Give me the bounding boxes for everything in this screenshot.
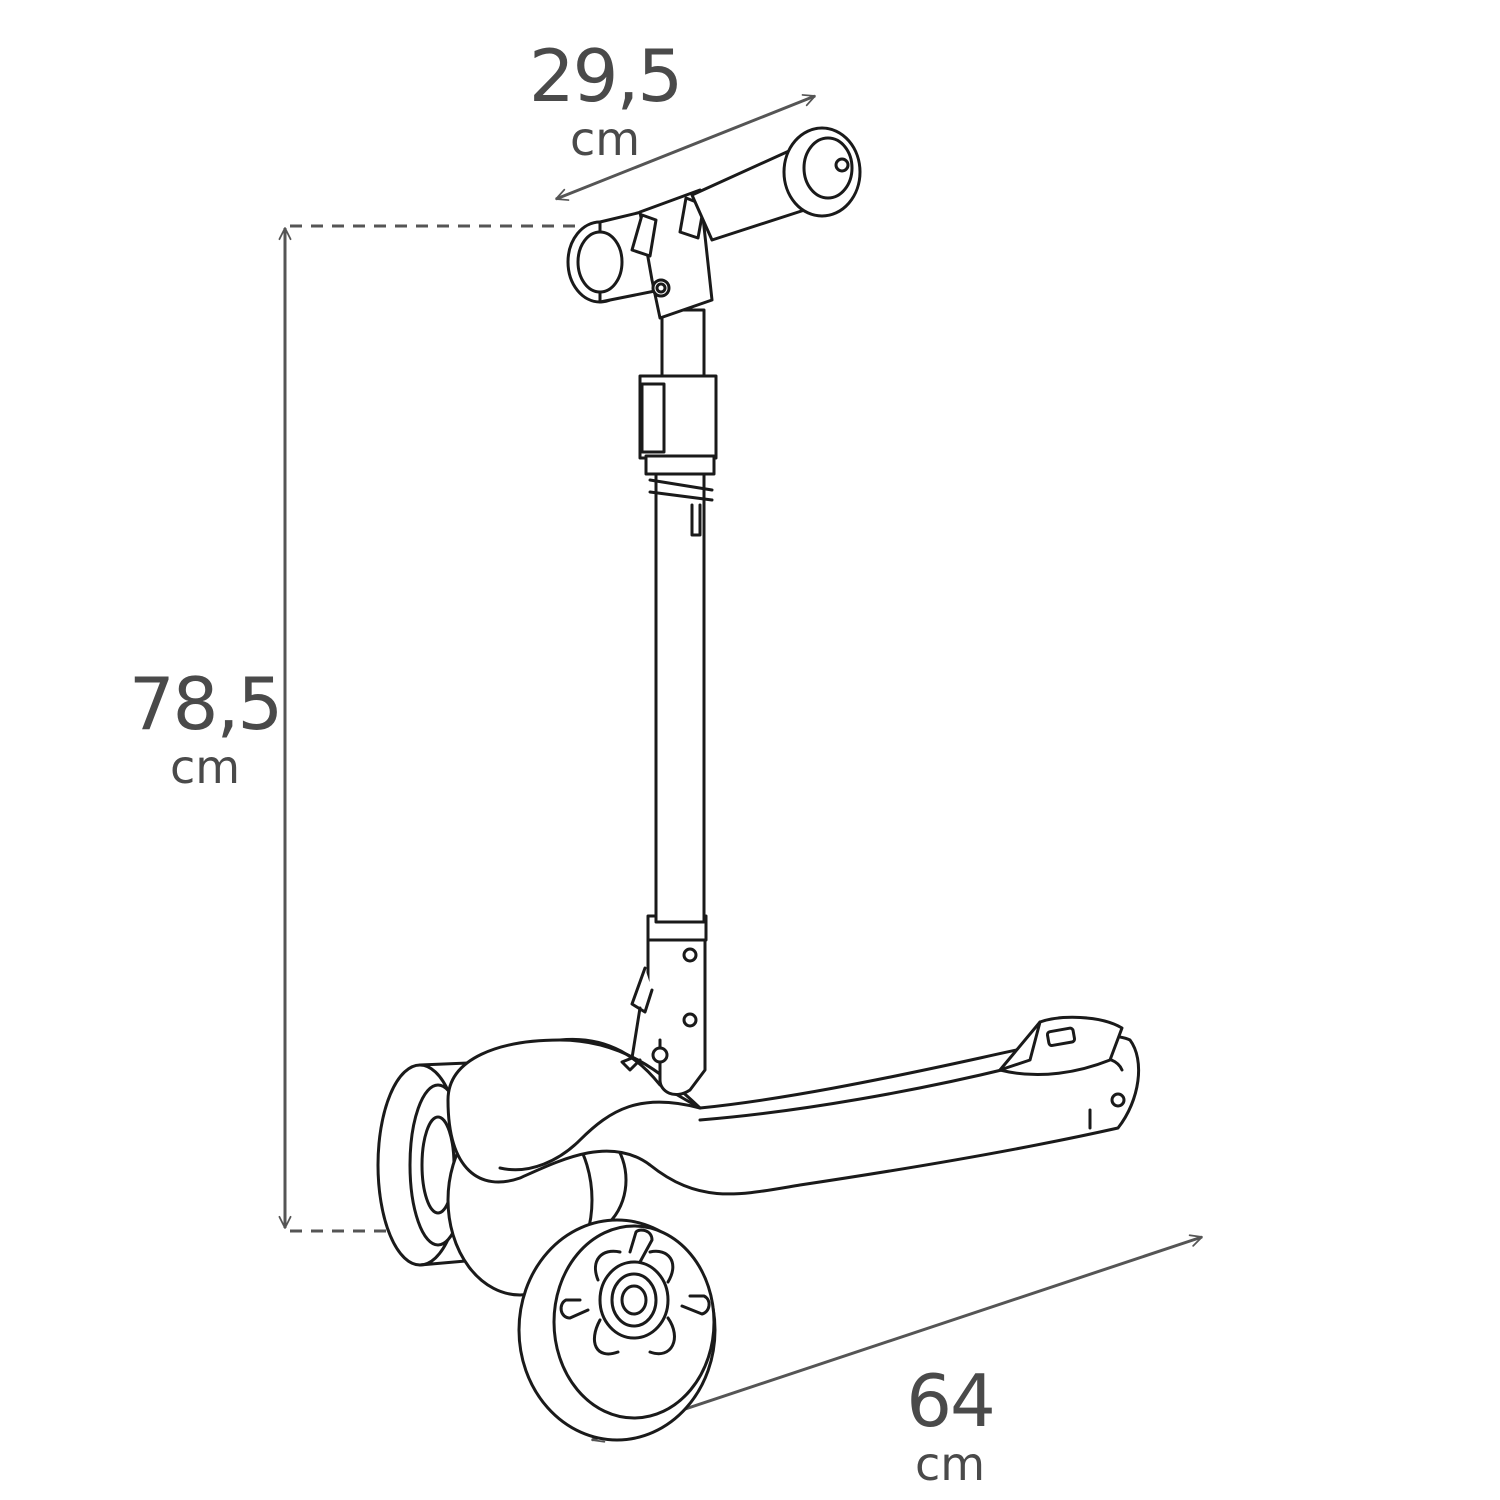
height-label: 78,5 cm — [120, 668, 290, 790]
scooter-illustration — [376, 126, 1141, 1442]
height-value: 78,5 — [128, 662, 283, 746]
length-dimension-arrow — [591, 1234, 1203, 1443]
deck — [446, 1015, 1141, 1196]
length-unit: cm — [914, 1437, 986, 1491]
steering-neck — [620, 914, 708, 1096]
height-unit: cm — [169, 740, 241, 794]
handlebar-width-value: 29,5 — [528, 34, 683, 118]
handlebar-width-unit: cm — [569, 112, 641, 166]
handlebar — [566, 126, 862, 320]
length-label: 64 cm — [870, 1365, 1030, 1487]
length-value: 64 — [906, 1359, 996, 1443]
stem — [638, 308, 718, 924]
handlebar-width-label: 29,5 cm — [520, 40, 690, 162]
front-wheel-main — [517, 1218, 717, 1442]
width-dimension-arrow — [555, 94, 816, 201]
